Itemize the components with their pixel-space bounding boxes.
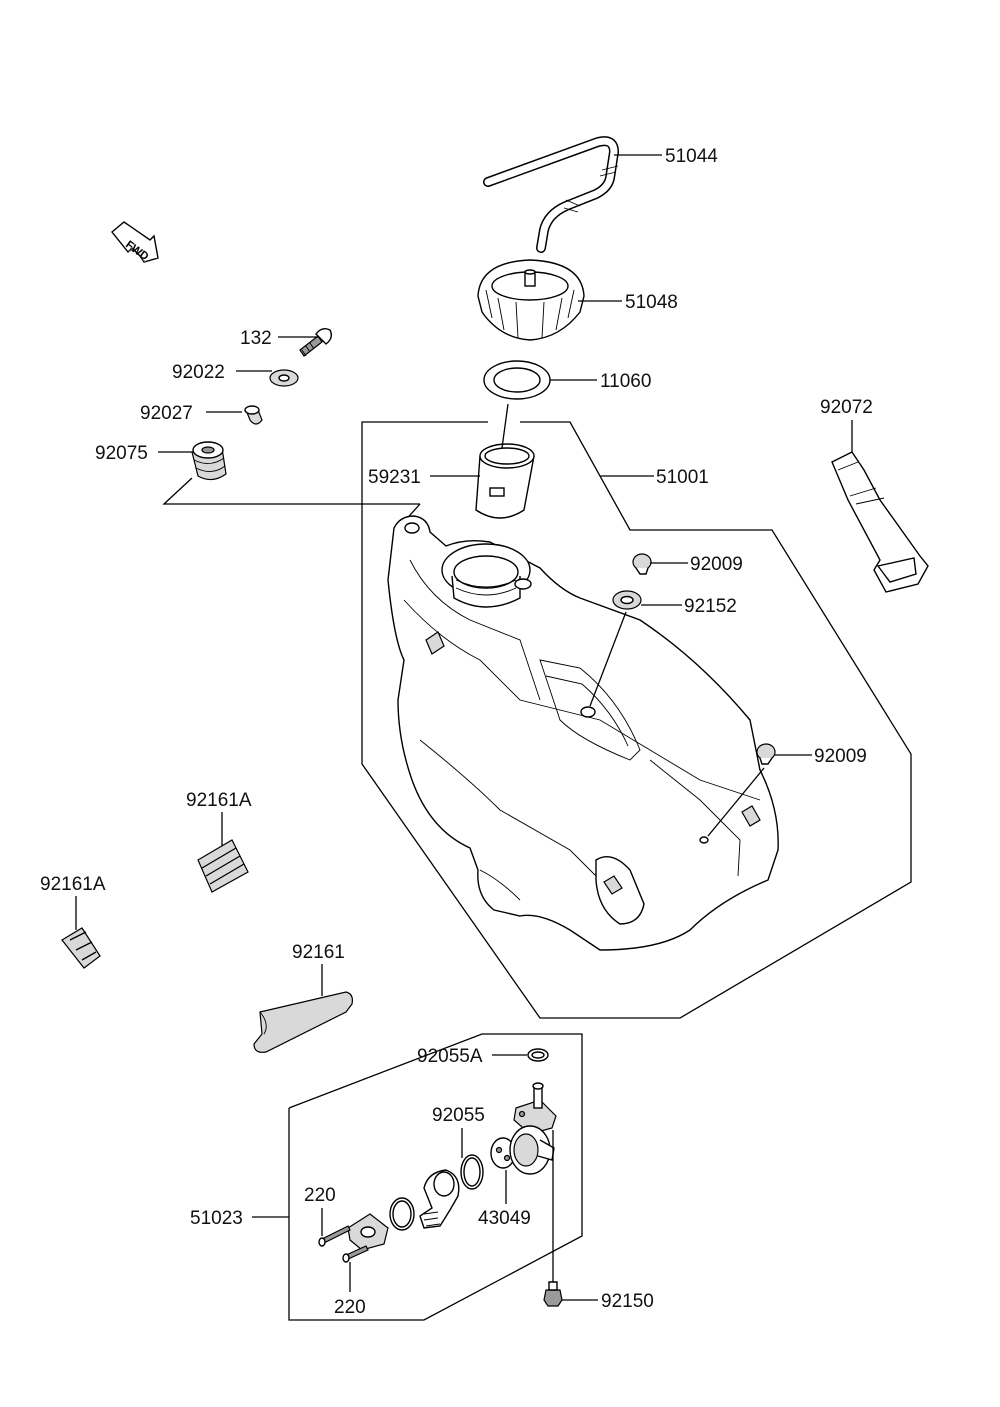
strap-92072-part bbox=[831, 451, 929, 593]
part-number-51044: 51044 bbox=[665, 146, 718, 167]
fuel-tank-part bbox=[387, 515, 779, 951]
part-number-132: 132 bbox=[240, 328, 272, 349]
pad-92161-part bbox=[253, 991, 353, 1053]
damper-92075-part bbox=[191, 441, 227, 481]
plug-92009-lower-part bbox=[756, 743, 776, 765]
pad-92161A-upper-part bbox=[197, 839, 249, 893]
part-number-92161: 92161 bbox=[292, 942, 345, 963]
grommet-92152-part bbox=[612, 590, 642, 610]
strainer-part bbox=[419, 1169, 460, 1229]
filler-neck-part bbox=[475, 443, 535, 519]
part-number-51048: 51048 bbox=[625, 292, 678, 313]
part-number-92150: 92150 bbox=[601, 1291, 654, 1312]
part-number-51023: 51023 bbox=[190, 1208, 243, 1229]
part-number-92075: 92075 bbox=[95, 443, 148, 464]
screw-220-upper-part bbox=[318, 1225, 351, 1247]
part-number-92161A-lower: 92161A bbox=[40, 874, 106, 895]
fwd-arrow-icon: FWD bbox=[111, 221, 159, 263]
bolt-132-part bbox=[299, 327, 333, 357]
collar-92027-part bbox=[244, 405, 263, 425]
fuel-cock-body-part bbox=[509, 1082, 557, 1175]
plug-92009-upper-part bbox=[632, 553, 652, 575]
part-number-220-upper: 220 bbox=[304, 1185, 336, 1206]
part-number-92055: 92055 bbox=[432, 1105, 485, 1126]
part-number-92055A: 92055A bbox=[417, 1046, 483, 1067]
part-number-92009-upper: 92009 bbox=[690, 554, 743, 575]
plate-part bbox=[347, 1213, 389, 1251]
part-number-220-lower: 220 bbox=[334, 1297, 366, 1318]
part-number-11060: 11060 bbox=[600, 371, 651, 392]
part-number-92022: 92022 bbox=[172, 362, 225, 383]
cap-gasket-part bbox=[483, 360, 551, 400]
part-number-92072: 92072 bbox=[820, 397, 873, 418]
breather-hose-part bbox=[483, 136, 620, 253]
oring-92055A-part bbox=[527, 1048, 549, 1062]
fuel-cock-assembly-bracket bbox=[288, 1033, 583, 1321]
fuel-cap-part bbox=[477, 259, 585, 341]
bolt-92150-part bbox=[543, 1281, 563, 1307]
part-number-92009-lower: 92009 bbox=[814, 746, 867, 767]
screw-220-lower-part bbox=[342, 1245, 369, 1263]
part-number-92161A-upper: 92161A bbox=[186, 790, 252, 811]
leader-92009-lower-tank bbox=[707, 767, 765, 837]
part-number-51001: 51001 bbox=[656, 467, 709, 488]
part-number-43049: 43049 bbox=[478, 1208, 531, 1229]
leader-mount-group bbox=[162, 477, 420, 505]
leader-11060-neck bbox=[501, 403, 509, 449]
oring-large-part bbox=[389, 1197, 415, 1231]
washer-92022-part bbox=[269, 369, 299, 387]
leader-92152-tank bbox=[589, 611, 627, 707]
oring-92055-part bbox=[460, 1154, 484, 1190]
pad-92161A-lower-part bbox=[61, 927, 101, 969]
tank-assembly-bracket bbox=[361, 421, 912, 1019]
part-number-92152: 92152 bbox=[684, 596, 737, 617]
part-number-92027: 92027 bbox=[140, 403, 193, 424]
part-number-59231: 59231 bbox=[368, 467, 421, 488]
